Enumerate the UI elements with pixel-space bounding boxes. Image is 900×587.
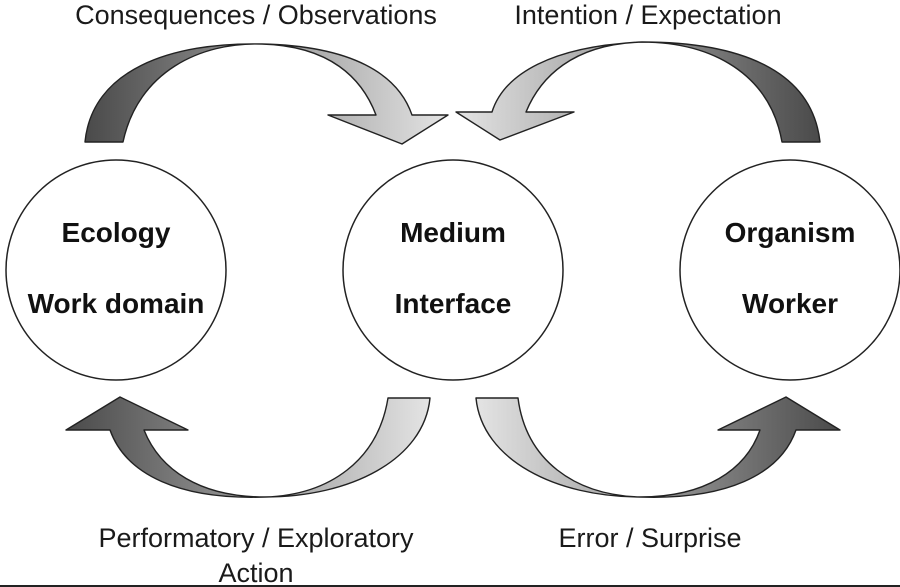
medium-subtitle: Interface (395, 288, 512, 319)
organism-subtitle: Worker (742, 288, 838, 319)
medium-title: Medium (400, 217, 506, 248)
arrow-consequences (84, 43, 449, 145)
arrow-action (65, 396, 431, 498)
label-error: Error / Surprise (558, 523, 741, 553)
arrow-error (475, 396, 841, 498)
ecology-circle (5, 159, 227, 381)
label-intention: Intention / Expectation (514, 0, 781, 30)
label-action-line2: Action (218, 558, 293, 587)
arrow-intention (455, 41, 821, 143)
medium-circle (342, 159, 564, 381)
organism-title: Organism (725, 217, 856, 248)
ecology-title: Ecology (62, 217, 171, 248)
ecology-subtitle: Work domain (28, 288, 205, 319)
label-action-line1: Performatory / Exploratory (98, 523, 414, 553)
organism-circle (679, 159, 900, 381)
label-consequences: Consequences / Observations (75, 0, 437, 30)
